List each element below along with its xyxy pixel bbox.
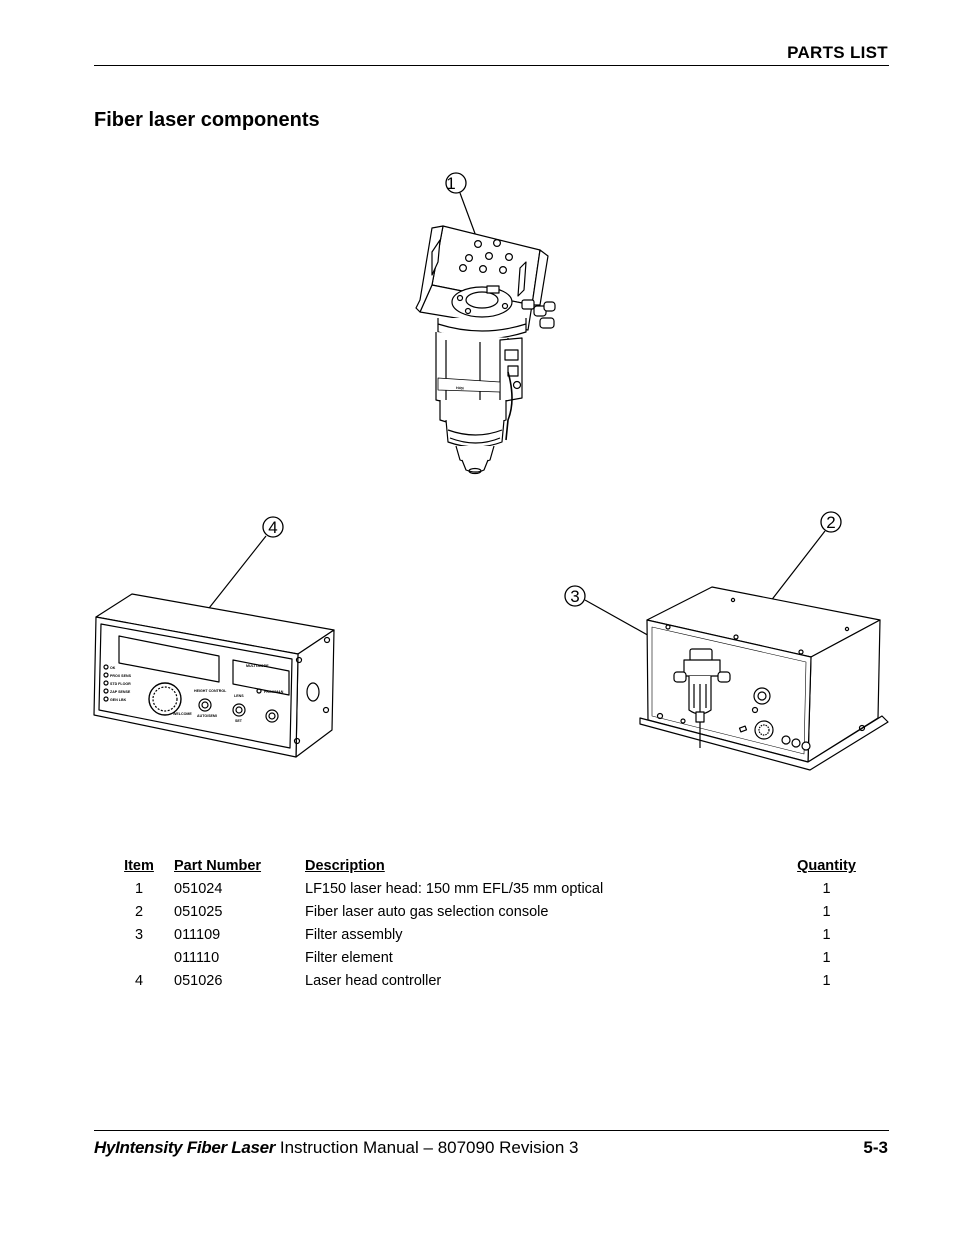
cell-part-number: 051026 — [174, 973, 223, 989]
table-row: 011110 Filter element 1 — [104, 947, 874, 970]
page-title: Fiber laser components — [94, 109, 320, 131]
header-part-number: Part Number — [174, 858, 262, 874]
cell-description: LF150 laser head: 150 mm EFL/35 mm optic… — [305, 881, 604, 897]
header-rule — [94, 65, 889, 66]
callout-1-circle — [445, 172, 467, 194]
cell-quantity: 1 — [822, 950, 831, 966]
filter-assembly-drawing — [673, 648, 731, 748]
led-label-5: GEN LBK — [110, 698, 127, 702]
cell-description: Fiber laser auto gas selection console — [305, 904, 549, 920]
callout-4-circle — [262, 516, 284, 538]
controller-label-4: AUTO/SEMI — [197, 714, 217, 718]
cell-part-number: 011109 — [174, 927, 221, 943]
controller-label-2: LENS — [234, 694, 244, 698]
table-row: 3 011109 Filter assembly 1 — [104, 924, 874, 947]
parts-table: Item Part Number Description Quantity 1 … — [104, 856, 874, 993]
cell-description: Filter element — [305, 950, 393, 966]
table-row: 4 051026 Laser head controller 1 — [104, 970, 874, 993]
callout-3-number: 3 — [570, 587, 579, 606]
controller-label-6: PROX/MAN — [264, 690, 284, 694]
gas-console-drawing — [564, 511, 889, 771]
controller-label-3: SET — [235, 719, 243, 723]
cell-item: 3 — [134, 927, 144, 943]
cell-quantity: 1 — [822, 904, 831, 920]
callout-2-number: 2 — [826, 513, 835, 532]
cell-item: 1 — [134, 881, 144, 897]
footer-dash: – — [423, 1138, 433, 1157]
footer-manual-label: Instruction Manual — [279, 1138, 419, 1157]
cell-description: Laser head controller — [305, 973, 442, 989]
parts-table-header: Item Part Number Description Quantity — [104, 856, 874, 878]
cell-quantity: 1 — [822, 973, 831, 989]
cell-item: 2 — [134, 904, 144, 920]
header-item: Item — [124, 858, 154, 874]
cell-part-number: 051024 — [174, 881, 223, 897]
cell-description: Filter assembly — [305, 927, 403, 943]
table-row: 1 051024 LF150 laser head: 150 mm EFL/35… — [104, 878, 874, 901]
footer-document-number: 807090 Revision 3 — [437, 1138, 579, 1157]
callout-1-number: 1 — [446, 174, 455, 193]
cell-quantity: 1 — [822, 881, 831, 897]
callout-4-number: 4 — [268, 518, 277, 537]
cell-part-number: 011110 — [174, 950, 220, 966]
callout-2-circle — [820, 511, 842, 533]
head-model-label: H40i — [456, 386, 464, 391]
table-row: 2 051025 Fiber laser auto gas selection … — [104, 901, 874, 924]
page-number: 5-3 — [863, 1138, 888, 1157]
cell-item — [104, 947, 174, 970]
footer-product-name: HyIntensity Fiber Laser — [94, 1138, 276, 1157]
section-header: PARTS LIST — [787, 43, 888, 62]
controller-label-5: WELCOME — [173, 712, 192, 716]
footer-rule — [94, 1130, 889, 1131]
footer-document-title: HyIntensity Fiber Laser Instruction Manu… — [94, 1138, 579, 1158]
header-quantity: Quantity — [797, 858, 856, 874]
callout-3-circle — [564, 585, 586, 607]
led-label-2: PROX SENS — [110, 674, 132, 678]
cell-part-number: 051025 — [174, 904, 223, 920]
callout-4-leader — [201, 535, 267, 618]
laser-head-drawing — [415, 172, 556, 475]
cell-quantity: 1 — [822, 927, 831, 943]
laser-head-controller-drawing — [93, 516, 335, 758]
led-label-4: ZAP SENSE — [110, 690, 131, 694]
controller-label-7: MULTI-MODE — [246, 664, 269, 668]
cell-item: 4 — [134, 973, 144, 989]
controller-label-1: HEIGHT CONTROL — [194, 689, 227, 693]
led-label-3: STD FLOOR — [110, 682, 131, 686]
header-description: Description — [305, 858, 385, 874]
led-label-1: OK — [110, 666, 116, 670]
